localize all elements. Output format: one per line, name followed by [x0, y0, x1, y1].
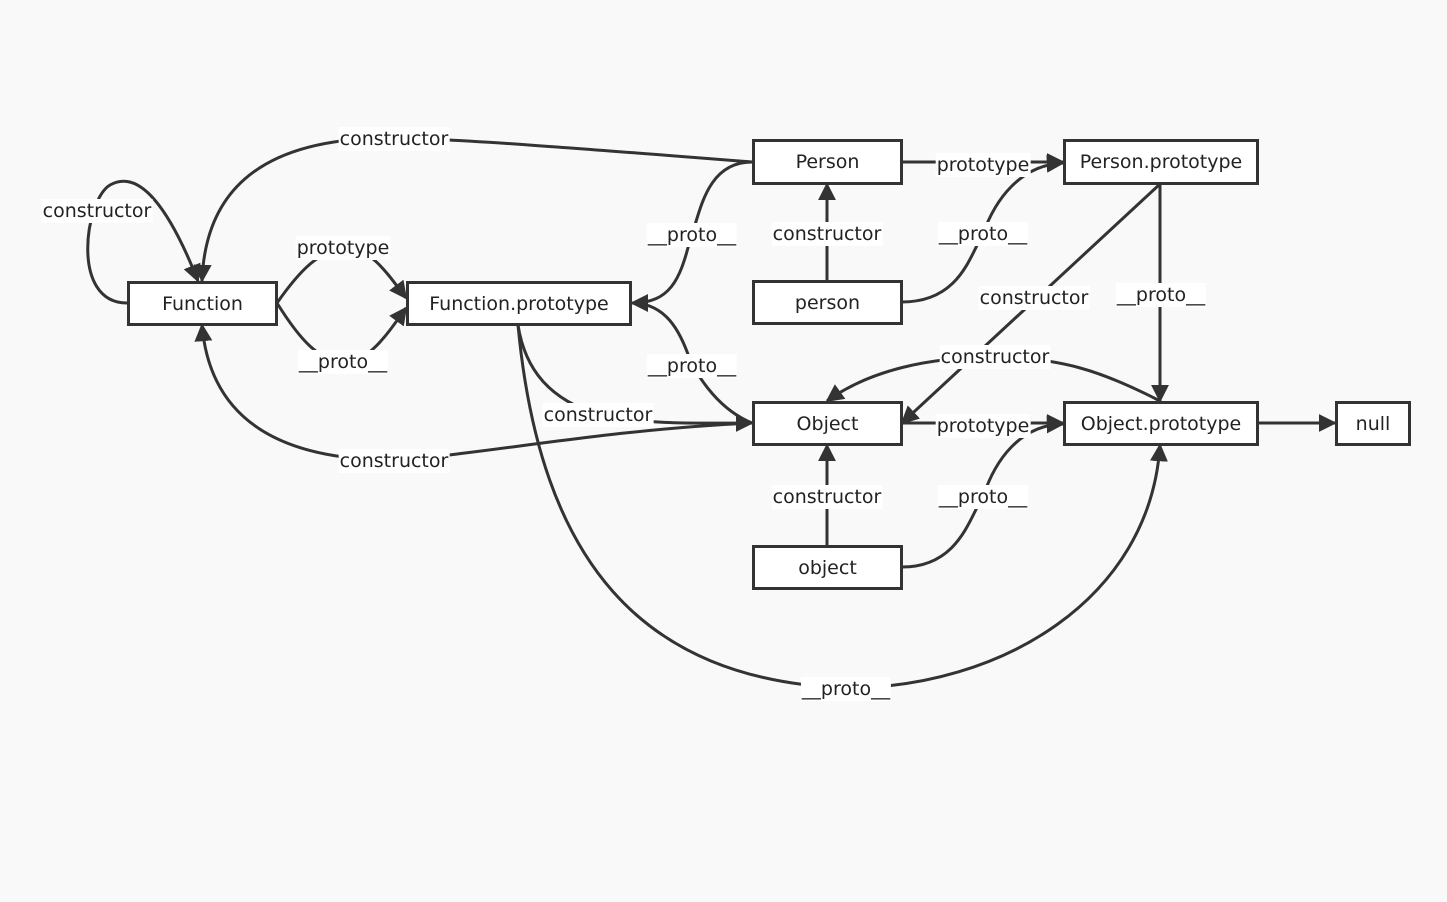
edge-object-function-constructor: [194, 323, 753, 462]
edge-label: constructor: [978, 286, 1090, 310]
edge-label: constructor: [542, 403, 654, 427]
edge-function-self-constructor: [86, 179, 201, 305]
node-object-prototype[interactable]: Object.prototype: [1063, 401, 1259, 446]
edge-label: __proto__: [937, 485, 1029, 509]
node-person-prototype[interactable]: Person.prototype: [1063, 139, 1259, 185]
edge-label: __proto__: [297, 350, 389, 374]
edge-label: constructor: [338, 449, 450, 473]
edge-label: prototype: [935, 414, 1031, 438]
edge-label: prototype: [295, 236, 391, 260]
edge-label: constructor: [771, 485, 883, 509]
edge-label: __proto__: [1115, 283, 1207, 307]
edge-label: prototype: [935, 153, 1031, 177]
edge-label: constructor: [338, 127, 450, 151]
edge-label: constructor: [771, 222, 883, 246]
node-function[interactable]: Function: [127, 281, 278, 326]
edge-label: constructor: [939, 345, 1051, 369]
edge-label: __proto__: [646, 354, 738, 378]
node-person-instance[interactable]: person: [752, 280, 903, 325]
node-person[interactable]: Person: [752, 139, 903, 185]
node-object-instance[interactable]: object: [752, 545, 903, 590]
node-null[interactable]: null: [1335, 401, 1411, 446]
edge-label: __proto__: [800, 677, 892, 701]
edge-label: __proto__: [937, 222, 1029, 246]
edge-label: constructor: [41, 199, 153, 223]
node-object[interactable]: Object: [752, 401, 903, 446]
edge-label: __proto__: [646, 223, 738, 247]
edge-person-function-constructor: [193, 136, 753, 283]
node-function-prototype[interactable]: Function.prototype: [406, 281, 632, 326]
